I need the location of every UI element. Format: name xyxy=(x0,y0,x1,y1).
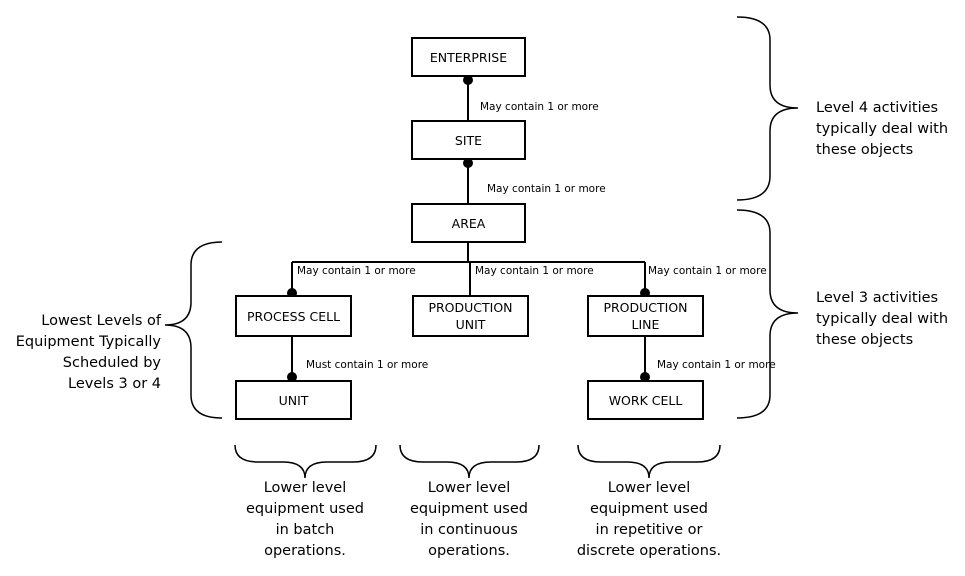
relation-label-site-area: May contain 1 or more xyxy=(487,183,606,195)
site-connector-dot xyxy=(463,158,473,168)
relation-label-production-line-work-cell: May contain 1 or more xyxy=(657,359,776,371)
relation-label-area-production-unit: May contain 1 or more xyxy=(475,265,594,277)
continuous-operations-note: Lower level equipment used in continuous… xyxy=(410,480,528,559)
enterprise-node: ENTERPRISE xyxy=(411,37,526,77)
site-node: SITE xyxy=(411,120,526,160)
level4-annotation: Level 4 activities typically deal with t… xyxy=(816,100,949,158)
production-unit-node: PRODUCTION UNIT xyxy=(412,295,529,337)
work-cell-connector-dot xyxy=(640,372,650,382)
unit-node: UNIT xyxy=(235,380,352,420)
discrete-brace xyxy=(577,444,721,479)
process-cell-node: PROCESS CELL xyxy=(235,295,352,337)
relation-label-area-process-cell: May contain 1 or more xyxy=(297,265,416,277)
relation-label-process-cell-unit: Must contain 1 or more xyxy=(306,359,429,371)
relation-label-enterprise-site: May contain 1 or more xyxy=(480,101,599,113)
enterprise-connector-dot xyxy=(463,75,473,85)
work-cell-node: WORK CELL xyxy=(587,380,704,420)
continuous-brace xyxy=(399,444,540,479)
level3-annotation: Level 3 activities typically deal with t… xyxy=(816,290,949,348)
production-line-node: PRODUCTION LINE xyxy=(587,295,704,337)
batch-operations-note: Lower level equipment used in batch oper… xyxy=(246,480,364,559)
level4-brace xyxy=(736,16,799,201)
area-node: AREA xyxy=(411,203,526,243)
discrete-operations-note: Lower level equipment used in repetitive… xyxy=(576,480,722,559)
lowest-levels-brace xyxy=(164,241,223,419)
relation-label-area-production-line: May contain 1 or more xyxy=(648,265,767,277)
unit-connector-dot xyxy=(287,372,297,382)
batch-brace xyxy=(234,444,377,479)
level3-brace xyxy=(736,209,799,419)
lowest-levels-annotation: Lowest Levels of Equipment Typically Sch… xyxy=(15,313,161,392)
